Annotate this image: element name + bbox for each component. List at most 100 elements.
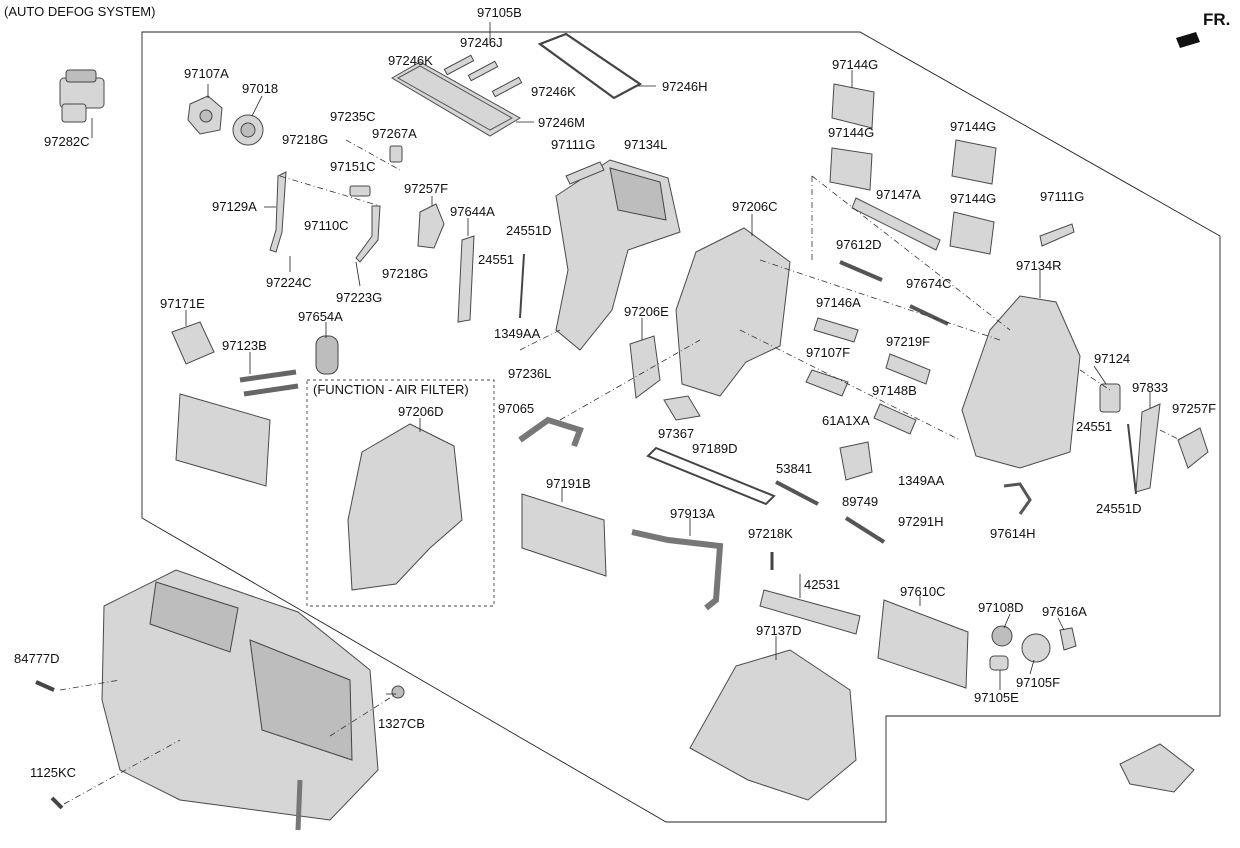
callout-97105b[interactable]: 97105B bbox=[477, 5, 522, 20]
seal-97367 bbox=[663, 395, 701, 421]
callout-97219f[interactable]: 97219F bbox=[886, 334, 931, 349]
callout-97235c[interactable]: 97235C bbox=[330, 109, 376, 124]
callout-97111g-b[interactable]: 97111G bbox=[1040, 189, 1085, 204]
callout-97257f-b[interactable]: 97257F bbox=[1172, 401, 1217, 416]
clip-97614h bbox=[1003, 482, 1032, 515]
callout-97218k[interactable]: 97218K bbox=[748, 526, 793, 541]
callout-97257f-a[interactable]: 97257F bbox=[404, 181, 449, 196]
callout-97206d[interactable]: 97206D bbox=[398, 404, 444, 419]
callout-97218g-b[interactable]: 97218G bbox=[382, 266, 429, 281]
callout-97144g-b[interactable]: 97144G bbox=[828, 125, 875, 140]
callout-97129a[interactable]: 97129A bbox=[212, 199, 257, 214]
callout-97616a[interactable]: 97616A bbox=[1042, 604, 1087, 619]
callout-97151c[interactable]: 97151C bbox=[330, 159, 376, 174]
callout-89749[interactable]: 89749 bbox=[842, 494, 879, 509]
callout-97110c[interactable]: 97110C bbox=[304, 218, 349, 233]
callout-1125kc[interactable]: 1125KC bbox=[30, 765, 77, 780]
filter-97144g-a bbox=[831, 83, 875, 129]
callout-97105e[interactable]: 97105E bbox=[974, 690, 1019, 705]
callout-53841[interactable]: 53841 bbox=[776, 461, 813, 476]
callout-97144g-c[interactable]: 97144G bbox=[950, 119, 997, 134]
callout-61a1xa[interactable]: 61A1XA bbox=[822, 413, 870, 428]
callout-97206c[interactable]: 97206C bbox=[732, 199, 778, 214]
callout-1327cb[interactable]: 1327CB bbox=[378, 716, 425, 731]
callout-97644a[interactable]: 97644A bbox=[450, 204, 495, 219]
case-97206c bbox=[675, 227, 791, 397]
seal-97105e bbox=[989, 655, 1009, 671]
callout-97367[interactable]: 97367 bbox=[658, 426, 695, 441]
callout-97913a[interactable]: 97913A bbox=[670, 506, 715, 521]
callout-1349aa-b[interactable]: 1349AA bbox=[898, 473, 945, 488]
callout-97674c[interactable]: 97674C bbox=[906, 276, 952, 291]
callout-97018[interactable]: 97018 bbox=[242, 81, 279, 96]
hose-97913a bbox=[631, 529, 724, 611]
callout-24551d-a[interactable]: 24551D bbox=[506, 223, 552, 238]
foam-strips-97246k bbox=[443, 54, 523, 98]
callout-97108d[interactable]: 97108D bbox=[978, 600, 1024, 615]
shaft-97612d bbox=[839, 260, 883, 282]
door-97147a bbox=[851, 197, 941, 251]
callout-97191b[interactable]: 97191B bbox=[546, 476, 591, 491]
callout-97144g-a[interactable]: 97144G bbox=[832, 57, 879, 72]
duct-piece-bottom-right bbox=[1119, 743, 1195, 793]
callout-97134l[interactable]: 97134L bbox=[624, 137, 668, 152]
callout-97171e[interactable]: 97171E bbox=[160, 296, 205, 311]
callout-97291h[interactable]: 97291H bbox=[898, 514, 944, 529]
duct-97171e bbox=[171, 321, 215, 365]
callout-97833[interactable]: 97833 bbox=[1132, 380, 1169, 395]
callout-97065[interactable]: 97065 bbox=[498, 401, 535, 416]
callout-97612d[interactable]: 97612D bbox=[836, 237, 882, 252]
callout-97124[interactable]: 97124 bbox=[1094, 351, 1131, 366]
callout-97147a[interactable]: 97147A bbox=[876, 187, 921, 202]
callout-97614h[interactable]: 97614H bbox=[990, 526, 1036, 541]
callout-24551-a[interactable]: 24551 bbox=[478, 252, 515, 267]
callout-97246k-b[interactable]: 97246K bbox=[531, 84, 576, 99]
callout-97610c[interactable]: 97610C bbox=[900, 584, 946, 599]
callout-97224c[interactable]: 97224C bbox=[266, 275, 312, 290]
callout-97189d[interactable]: 97189D bbox=[692, 441, 738, 456]
actuator-97124 bbox=[1099, 383, 1121, 413]
callout-97123b[interactable]: 97123B bbox=[222, 338, 267, 353]
callout-97246h[interactable]: 97246H bbox=[662, 79, 708, 94]
callout-97218g-a[interactable]: 97218G bbox=[282, 132, 329, 147]
callout-97236l[interactable]: 97236L bbox=[508, 366, 552, 381]
callout-97144g-d[interactable]: 97144G bbox=[950, 191, 997, 206]
callout-97246m[interactable]: 97246M bbox=[538, 115, 585, 130]
callout-97105f[interactable]: 97105F bbox=[1016, 675, 1061, 690]
evaporator-97610c bbox=[877, 599, 969, 689]
callout-97654a[interactable]: 97654A bbox=[298, 309, 343, 324]
callout-24551-b[interactable]: 24551 bbox=[1076, 419, 1113, 434]
callout-42531[interactable]: 42531 bbox=[804, 577, 841, 592]
heater-core-97123b bbox=[175, 369, 299, 487]
callout-97146a[interactable]: 97146A bbox=[816, 295, 861, 310]
callout-97148b[interactable]: 97148B bbox=[872, 383, 917, 398]
callout-97246j[interactable]: 97246J bbox=[460, 35, 503, 50]
callout-84777d[interactable]: 84777D bbox=[14, 651, 60, 666]
door-97148b bbox=[873, 403, 917, 435]
callout-97137d[interactable]: 97137D bbox=[756, 623, 802, 638]
callout-97246k-a[interactable]: 97246K bbox=[388, 53, 433, 68]
callout-97267a[interactable]: 97267A bbox=[372, 126, 417, 141]
front-arrow-icon bbox=[1176, 32, 1200, 48]
callout-97107f[interactable]: 97107F bbox=[806, 345, 851, 360]
callout-97134r[interactable]: 97134R bbox=[1016, 258, 1062, 273]
callout-97206e[interactable]: 97206E bbox=[624, 304, 669, 319]
bracket-97833 bbox=[1135, 403, 1161, 493]
actuator-97107a bbox=[187, 95, 223, 135]
callout-1349aa-a[interactable]: 1349AA bbox=[494, 326, 541, 341]
shaft-97674c bbox=[909, 304, 949, 326]
callout-97223g[interactable]: 97223G bbox=[336, 290, 383, 305]
sensor-61a1xa bbox=[839, 441, 873, 481]
callout-97107a[interactable]: 97107A bbox=[184, 66, 229, 81]
callout-24551d-b[interactable]: 24551D bbox=[1096, 501, 1142, 516]
callout-97111g-a[interactable]: 97111G bbox=[551, 137, 596, 152]
case-97134l bbox=[555, 159, 681, 351]
door-97107f bbox=[805, 369, 849, 397]
duct-97206e bbox=[629, 335, 661, 399]
callout-97282c[interactable]: 97282C bbox=[44, 134, 90, 149]
seal-97105f bbox=[1021, 633, 1051, 663]
front-direction-label: FR. bbox=[1203, 10, 1231, 29]
bracket-97111g-b bbox=[1039, 223, 1075, 247]
